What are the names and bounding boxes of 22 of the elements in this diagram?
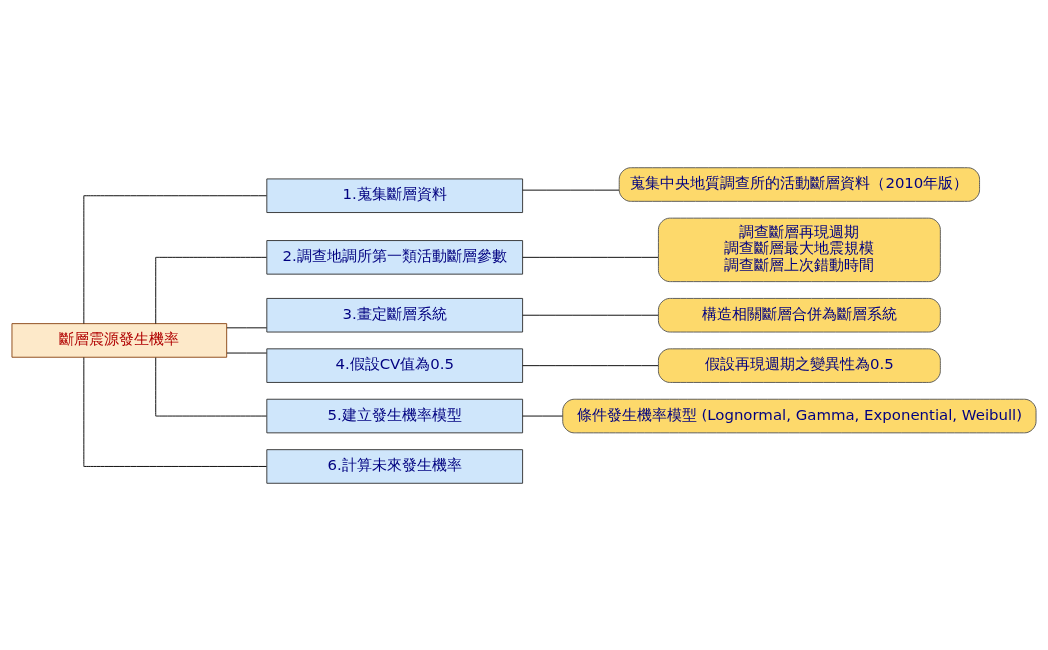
connector [226, 326, 267, 328]
node-box: 4.假設CV值為0.5 [266, 347, 524, 383]
connector [155, 356, 267, 416]
node-box: 假設再現週期之變異性為0.5 [657, 347, 941, 383]
connector [522, 314, 659, 316]
connector [522, 364, 659, 366]
node-box: 1.蒐集斷層資料 [266, 177, 524, 213]
connector [522, 189, 620, 191]
connector [155, 256, 267, 324]
node-box: 斷層震源發生機率 [11, 322, 228, 358]
node-box: 5.建立發生機率模型 [266, 398, 524, 433]
node-box: 條件發生機率模型 (Lognormal, Gamma, Exponential, Weibull) [562, 398, 1037, 433]
connector [83, 194, 267, 324]
node-box: 2.調查地調所第一類活動斷層參數 [266, 239, 524, 275]
node-box: 調查斷層再現週期 調查斷層最大地震規模 調查斷層上次錯動時間 [657, 217, 941, 282]
node-box: 3.畫定斷層系統 [266, 297, 524, 332]
connector [522, 415, 563, 416]
connector [83, 356, 267, 467]
node-box: 蒐集中央地質調查所的活動斷層資料（2010年版） [618, 166, 981, 202]
connector [522, 256, 659, 258]
node-box: 6.計算未來發生機率 [266, 448, 524, 484]
node-box: 構造相關斷層合併為斷層系統 [657, 297, 941, 332]
